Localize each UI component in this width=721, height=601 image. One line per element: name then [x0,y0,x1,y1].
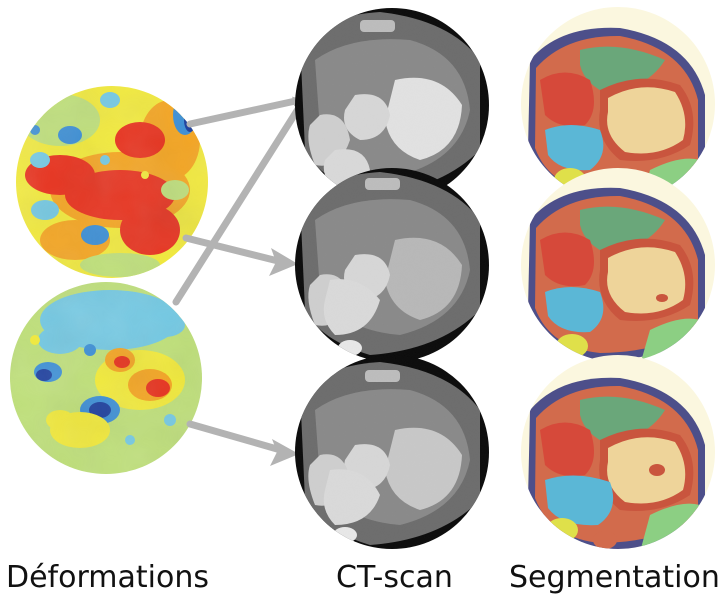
arrow-def2-ct1 [172,102,304,306]
arrow-def1-ct2 [182,234,286,266]
ct-scan-1 [295,8,489,202]
caption-ct-scan: CT-scan [336,560,453,595]
arrow-head-ct2 [269,248,298,276]
segmentation-3 [521,355,715,549]
arrow-head-ct3 [270,439,299,466]
arrow-heads [269,248,299,466]
deformation-field-1 [16,86,208,278]
caption-deformations: Déformations [6,560,209,595]
segmentation-2 [521,168,715,362]
flow-arrows [172,96,304,455]
deformation-field-2 [10,282,202,474]
ct-scan-2 [295,168,489,362]
ct-scan-3 [295,355,489,549]
caption-segmentation: Segmentation [509,560,720,595]
arrow-def1-ct1 [186,96,304,128]
arrow-def2-ct3 [186,420,288,455]
